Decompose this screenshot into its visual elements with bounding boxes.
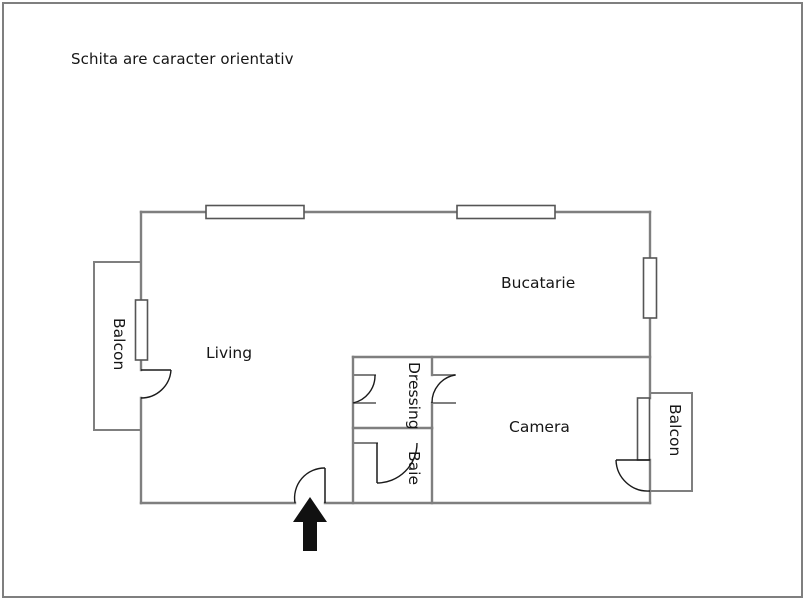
interior-walls xyxy=(351,355,652,505)
room-label-baie: Baie xyxy=(405,451,423,485)
door-dressing-arc xyxy=(352,374,376,404)
balcony-left xyxy=(93,261,142,431)
room-label-bucatarie: Bucatarie xyxy=(501,274,575,292)
door-baie xyxy=(376,442,418,484)
exterior-walls xyxy=(139,210,652,505)
door-camera-arc xyxy=(431,374,456,404)
door-entrance xyxy=(293,467,326,504)
window-top-left xyxy=(205,204,305,220)
room-label-balcon-right: Balcon xyxy=(666,404,684,456)
room-label-camera: Camera xyxy=(509,418,570,436)
disclaimer-text: Schita are caracter orientativ xyxy=(71,50,294,68)
window-top-right xyxy=(456,204,556,220)
door-balcon-left xyxy=(140,369,172,399)
window-right-kitchen xyxy=(642,257,658,319)
door-baie-arc xyxy=(376,442,418,484)
door-balcon-right xyxy=(615,459,651,492)
balcony-right-outline xyxy=(649,392,693,492)
door-camera xyxy=(431,374,456,404)
door-entrance-arc xyxy=(293,467,326,504)
balcony-left-outline xyxy=(93,261,142,431)
balcony-right xyxy=(649,392,693,492)
room-label-balcon-left: Balcon xyxy=(110,318,128,370)
door-balcon-left-arc xyxy=(140,369,172,399)
door-balcon-right-arc xyxy=(615,459,651,492)
window-balcon-left xyxy=(134,299,149,361)
entrance-arrow-shape xyxy=(293,497,327,551)
entrance-arrow xyxy=(293,497,327,551)
windows xyxy=(134,204,658,461)
window-balcon-right xyxy=(636,397,651,461)
room-label-dressing: Dressing xyxy=(405,362,423,430)
door-dressing xyxy=(352,374,376,404)
room-label-living: Living xyxy=(206,344,252,362)
